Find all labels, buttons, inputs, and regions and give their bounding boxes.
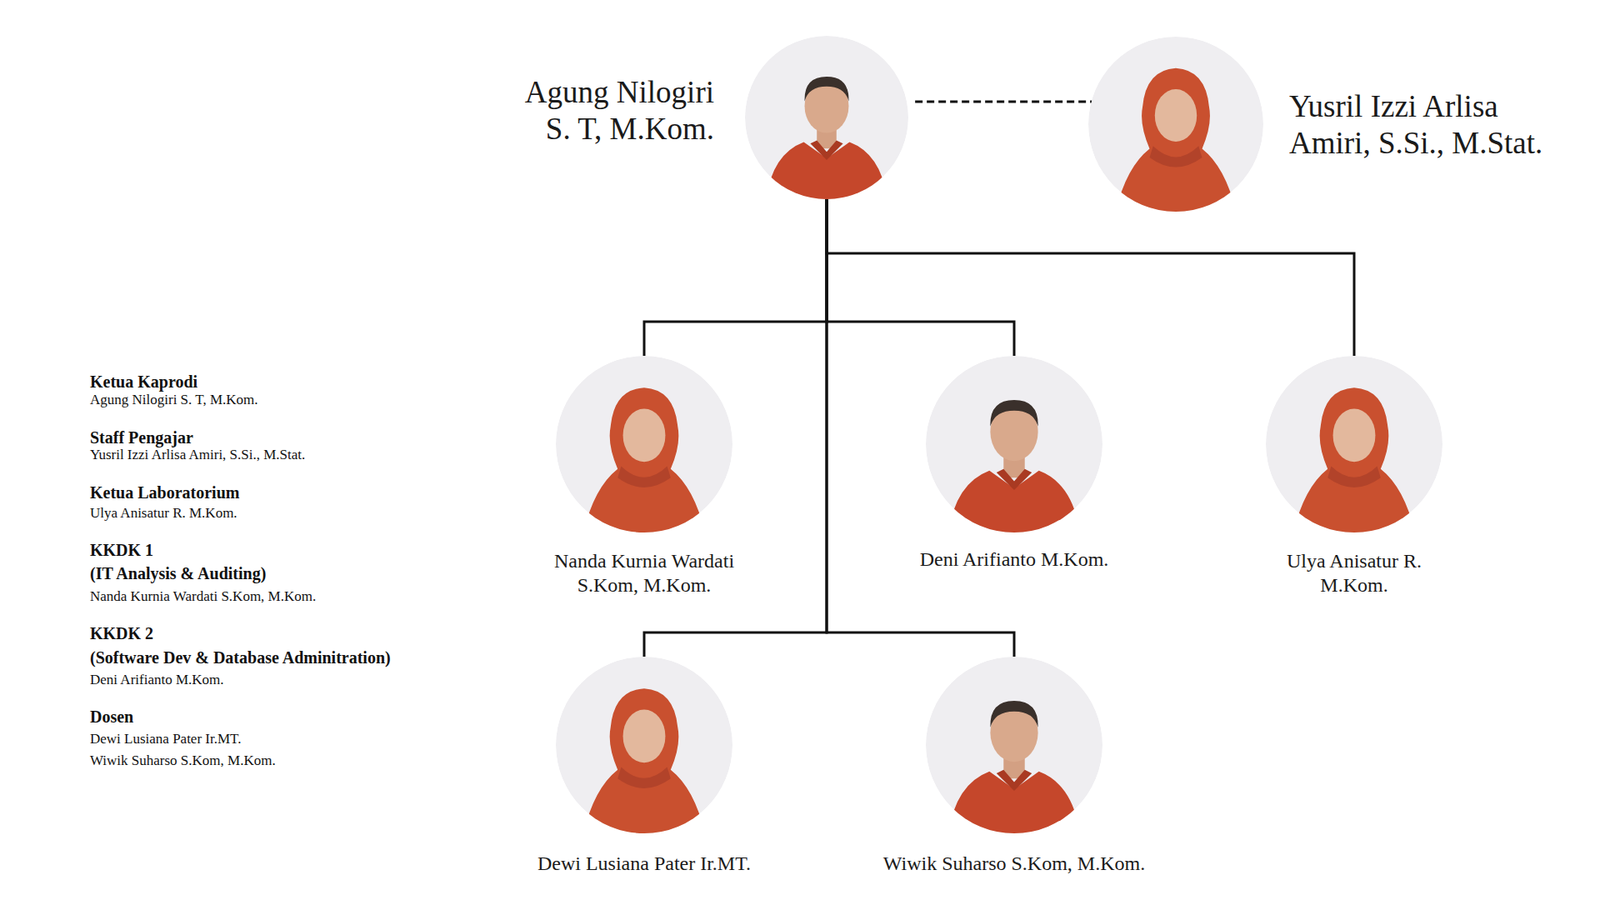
person-name: Nanda Kurnia Wardati S.Kom, M.Kom.: [535, 549, 753, 598]
person-name-text: Dewi Lusiana Pater Ir.MT.: [502, 851, 786, 876]
role-holder: Wiwik Suharso S.Kom, M.Kom.: [90, 752, 276, 770]
portrait-illustration: [925, 355, 1103, 533]
person-circle: Agung Nilogiri S. T, M.Kom.: [745, 35, 909, 200]
role-holder: Ulya Anisatur R. M.Kom.: [90, 505, 238, 522]
face-shape: [623, 710, 666, 764]
portrait-illustration: [1088, 36, 1264, 212]
face-shape: [1333, 409, 1376, 463]
hijab-fold: [617, 767, 671, 789]
hierarchy-line: [826, 199, 1355, 356]
dashed-link: [915, 100, 1093, 104]
role-heading: Ketua Laboratorium: [90, 482, 240, 503]
role-holder: Deni Arifianto M.Kom.: [90, 671, 225, 689]
collar-shape: [810, 140, 843, 160]
person-name: Agung Nilogiri S. T, M.Kom.: [505, 74, 715, 149]
person-name-text: Yusril Izzi Arlisa Amiri, S.Si., M.Stat.: [1289, 88, 1565, 163]
face-shape: [1155, 89, 1197, 142]
role-heading: Staff Pengajar: [90, 427, 194, 448]
face-shape: [623, 409, 666, 463]
hijab-fold: [1327, 466, 1381, 488]
portrait-illustration: [925, 656, 1103, 834]
shirt-shape: [948, 470, 1081, 533]
shirt-shape: [765, 141, 889, 200]
person-circle: Ulya Anisatur R. M.Kom.: [1265, 355, 1443, 533]
hair-shape: [805, 76, 850, 101]
person-circle: Nanda Kurnia Wardati S.Kom, M.Kom.: [555, 355, 733, 533]
hijab-shape: [582, 387, 706, 533]
role-holder: Agung Nilogiri S. T, M.Kom.: [90, 391, 259, 409]
person-circle: Dewi Lusiana Pater Ir.MT.: [555, 656, 733, 834]
role-holder: Dewi Lusiana Pater Ir.MT.: [90, 730, 241, 748]
portrait-illustration: [555, 355, 733, 533]
role-heading: Ketua Kaprodi: [90, 371, 198, 392]
person-circle: Yusril Izzi Arlisa Amiri, S.Si., M.Stat.: [1088, 36, 1264, 212]
person-name-text: Ulya Anisatur R. M.Kom.: [1270, 549, 1438, 598]
hierarchy-line: [644, 199, 827, 356]
role-heading: Dosen: [90, 706, 134, 727]
collar-shape: [996, 770, 1032, 791]
person-name: Yusril Izzi Arlisa Amiri, S.Si., M.Stat.: [1289, 88, 1565, 163]
person-name: Ulya Anisatur R. M.Kom.: [1270, 549, 1438, 598]
hijab-fold: [617, 466, 671, 488]
role-heading: KKDK 2: [90, 623, 154, 644]
hijab-shape: [1115, 68, 1238, 212]
role-holder: Nanda Kurnia Wardati S.Kom, M.Kom.: [90, 588, 316, 605]
hierarchy-line: [826, 199, 1015, 356]
portrait-illustration: [555, 656, 733, 834]
shirt-shape: [948, 771, 1081, 834]
hair-shape: [990, 700, 1038, 728]
portrait-illustration: [1265, 355, 1443, 533]
hijab-fold: [1150, 145, 1203, 167]
person-name: Deni Arifianto M.Kom.: [880, 547, 1148, 572]
person-name-text: Nanda Kurnia Wardati S.Kom, M.Kom.: [535, 549, 753, 598]
hijab-shape: [1292, 387, 1416, 533]
hijab-shape: [582, 688, 706, 834]
role-heading: (IT Analysis & Auditing): [90, 563, 266, 584]
person-circle: Deni Arifianto M.Kom.: [925, 355, 1103, 533]
person-name: Wiwik Suharso S.Kom, M.Kom.: [847, 851, 1181, 876]
collar-shape: [996, 469, 1032, 490]
person-name-text: Wiwik Suharso S.Kom, M.Kom.: [847, 851, 1181, 876]
person-name-text: Agung Nilogiri S. T, M.Kom.: [505, 74, 715, 149]
role-heading: KKDK 1: [90, 540, 154, 560]
person-circle: Wiwik Suharso S.Kom, M.Kom.: [925, 656, 1103, 834]
portrait-illustration: [745, 35, 909, 200]
role-heading: (Software Dev & Database Adminitration): [90, 647, 391, 668]
role-holder: Yusril Izzi Arlisa Amiri, S.Si., M.Stat.: [90, 446, 305, 464]
person-name: Dewi Lusiana Pater Ir.MT.: [502, 851, 786, 876]
person-name-text: Deni Arifianto M.Kom.: [880, 547, 1148, 572]
hair-shape: [990, 400, 1038, 427]
